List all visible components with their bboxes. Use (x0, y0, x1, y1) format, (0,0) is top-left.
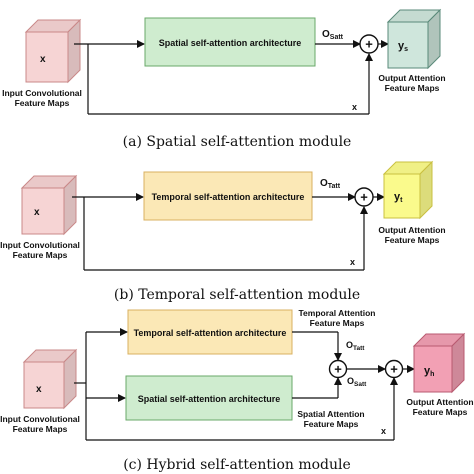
plus-glyph: + (365, 37, 373, 52)
input-x-label: x (34, 207, 40, 218)
output-label-line1: Output Attention (378, 73, 445, 83)
output-label-line2: Feature Maps (385, 83, 440, 93)
output-cube-side (451, 332, 465, 394)
spatial-architecture-label: Spatial self-attention architecture (159, 38, 302, 48)
input-cube-front (23, 361, 65, 409)
spatial-architecture-box (125, 375, 293, 421)
skip-x-label: x (381, 426, 386, 436)
output-cube-b: yt (382, 160, 434, 220)
input-cube-c: x (22, 348, 78, 410)
output-label-line1: Output Attention (378, 225, 445, 235)
y-t-label: yt (394, 191, 403, 204)
input-cube-b: x (20, 174, 78, 236)
spatial-maps-line1: Spatial Attention (297, 409, 364, 419)
output-cube-side (419, 160, 433, 220)
panel-b: x Input Convolutional Feature Maps Tempo… (0, 160, 446, 303)
input-cube-front (25, 31, 69, 83)
o-tatt-label: OTatt (346, 340, 365, 352)
output-cube-a: ys (386, 8, 442, 70)
y-h-label: yh (424, 365, 434, 378)
output-cube-side (427, 8, 441, 70)
input-cube-side (67, 18, 81, 84)
spatial-maps-line2: Feature Maps (304, 419, 359, 429)
temporal-architecture-label: Temporal self-attention architecture (134, 328, 287, 338)
input-cube-front (21, 187, 65, 235)
output-cube-front (413, 345, 453, 393)
plus-glyph: + (360, 190, 368, 205)
output-label-line2: Feature Maps (385, 235, 440, 245)
temporal-maps-line2: Feature Maps (310, 318, 365, 328)
input-cube-a: x (24, 18, 82, 84)
output-label-line1: Output Attention (406, 397, 473, 407)
temporal-maps-line1: Temporal Attention (299, 308, 376, 318)
skip-x-label: x (352, 102, 357, 112)
input-label-line2: Feature Maps (15, 98, 70, 108)
input-label-line1: Input Convolutional (2, 88, 82, 98)
input-label-line2: Feature Maps (13, 250, 68, 260)
caption-b: (b) Temporal self-attention module (114, 287, 360, 303)
panel-a: x Input Convolutional Feature Maps Spati… (2, 8, 446, 150)
caption-c: (c) Hybrid self-attention module (123, 457, 351, 473)
input-cube-side (63, 174, 77, 236)
plus-glyph: + (334, 362, 342, 377)
y-s-label: ys (398, 40, 408, 53)
skip-x-label: x (350, 257, 355, 267)
temporal-architecture-label: Temporal self-attention architecture (152, 192, 305, 202)
spatial-architecture-box (144, 17, 316, 67)
o-satt-label: OSatt (322, 29, 344, 41)
input-label-line1: Input Convolutional (0, 240, 80, 250)
spatial-architecture-label: Spatial self-attention architecture (138, 394, 281, 404)
plus-glyph: + (390, 362, 398, 377)
temporal-architecture-box (143, 171, 313, 221)
input-cube-side (63, 348, 77, 410)
output-cube-c: yh (412, 332, 466, 394)
o-satt-label: OSatt (347, 376, 367, 388)
temporal-architecture-box (127, 309, 293, 355)
output-label-line2: Feature Maps (413, 407, 468, 417)
panel-c: x Input Convolutional Feature Maps Tempo… (0, 308, 474, 473)
output-cube-front (383, 173, 421, 219)
input-x-label: x (36, 384, 42, 395)
output-cube-front (387, 21, 429, 69)
input-x-label: x (40, 54, 46, 65)
o-tatt-label: OTatt (320, 178, 341, 190)
input-label-line2: Feature Maps (13, 424, 68, 434)
caption-a: (a) Spatial self-attention module (123, 134, 352, 150)
input-label-line1: Input Convolutional (0, 414, 80, 424)
